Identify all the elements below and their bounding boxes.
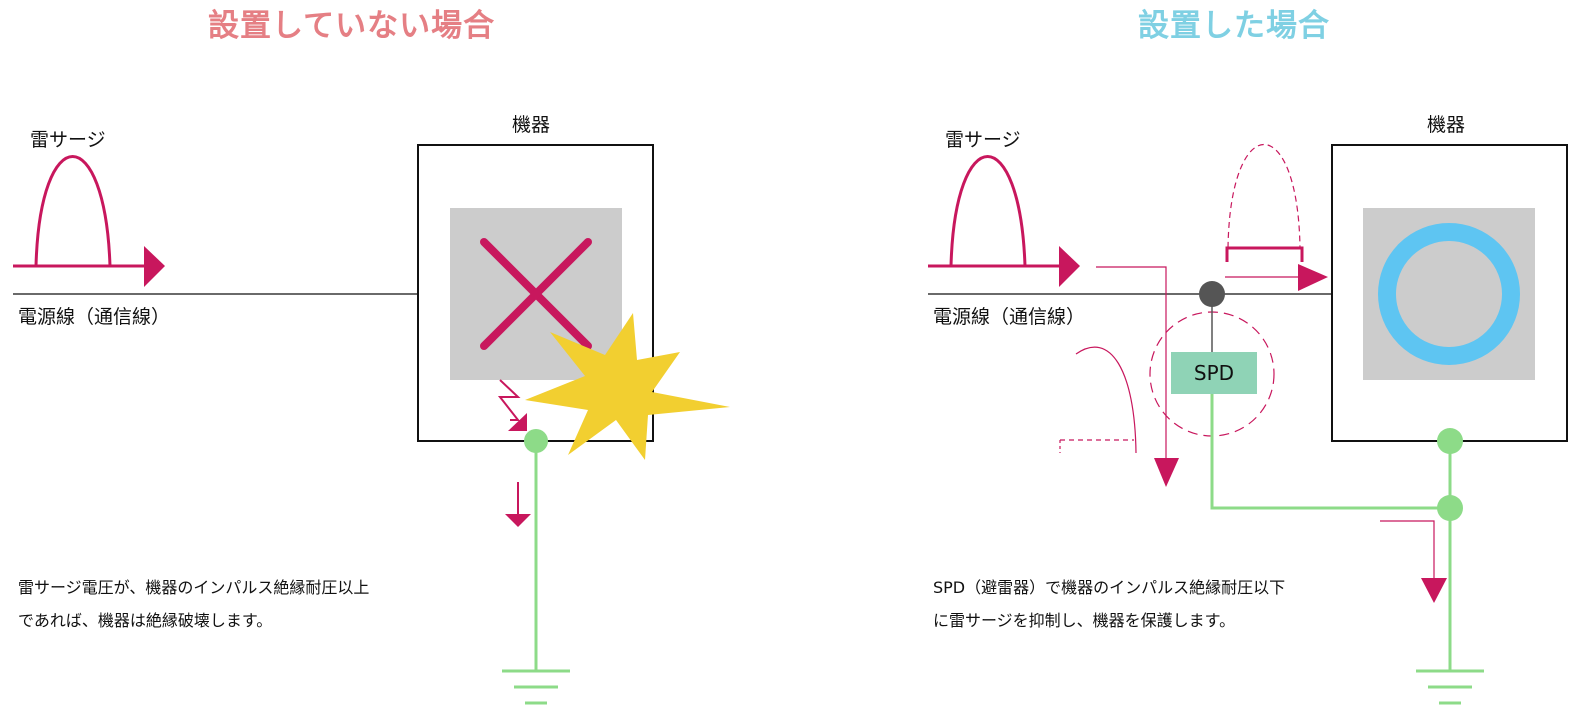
left-description: 雷サージ電圧が、機器のインパルス絶縁耐圧以上 であれば、機器は絶縁破壊します。 bbox=[18, 571, 369, 637]
spd-junction-node bbox=[1199, 281, 1225, 307]
right-device-label: 機器 bbox=[1427, 114, 1466, 136]
left-description-line: であれば、機器は絶縁破壊します。 bbox=[18, 611, 273, 630]
spd-box bbox=[1171, 352, 1257, 394]
right-device-ground-node bbox=[1437, 428, 1463, 454]
right-diverted-arrowhead bbox=[1154, 458, 1179, 487]
left-surge-wave bbox=[34, 155, 112, 267]
right-description: SPD（避雷器）で機器のインパルス絶縁耐圧以下 に雷サージを抑制し、機器を保護し… bbox=[933, 571, 1285, 637]
right-surge-wave bbox=[949, 155, 1027, 267]
circle-mark-icon bbox=[1378, 223, 1520, 365]
left-discharge-arrowhead bbox=[505, 514, 531, 527]
left-surge-label: 雷サージ bbox=[30, 129, 106, 151]
right-title: 設置した場合 bbox=[1138, 8, 1330, 44]
left-ground-node bbox=[524, 429, 548, 453]
spd-ground-wire bbox=[1210, 394, 1450, 510]
right-discharge-arrowhead bbox=[1421, 578, 1447, 603]
ground-symbol-icon bbox=[1416, 669, 1484, 705]
right-diverted-path bbox=[1096, 266, 1167, 460]
right-description-line: に雷サージを抑制し、機器を保護します。 bbox=[933, 611, 1236, 630]
cross-mark-icon bbox=[480, 238, 592, 350]
left-title: 設置していない場合 bbox=[208, 8, 496, 44]
right-reduced-surge-wave bbox=[1227, 144, 1301, 249]
right-reduced-surge-bar bbox=[1225, 246, 1304, 262]
ground-symbol-icon bbox=[502, 669, 570, 705]
spd-label: SPD bbox=[1193, 361, 1235, 385]
left-line-label: 電源線（通信線） bbox=[18, 306, 171, 328]
right-pass-arrowhead bbox=[1298, 264, 1328, 291]
right-surge-label: 雷サージ bbox=[945, 129, 1021, 151]
right-line-label: 電源線（通信線） bbox=[933, 306, 1086, 328]
left-device-label: 機器 bbox=[512, 114, 551, 136]
right-surge-arrowhead bbox=[1059, 246, 1080, 287]
right-ground-junction-node bbox=[1437, 495, 1463, 521]
spark-icon bbox=[525, 313, 730, 460]
left-breakdown-path bbox=[497, 379, 521, 421]
right-discharge-path bbox=[1380, 520, 1435, 580]
right-clipped-surge-wave bbox=[1075, 346, 1137, 454]
left-surge-arrowhead bbox=[144, 246, 165, 287]
left-description-line: 雷サージ電圧が、機器のインパルス絶縁耐圧以上 bbox=[18, 578, 370, 597]
left-breakdown-arrowhead bbox=[508, 413, 527, 431]
right-description-line: SPD（避雷器）で機器のインパルス絶縁耐圧以下 bbox=[933, 578, 1286, 597]
